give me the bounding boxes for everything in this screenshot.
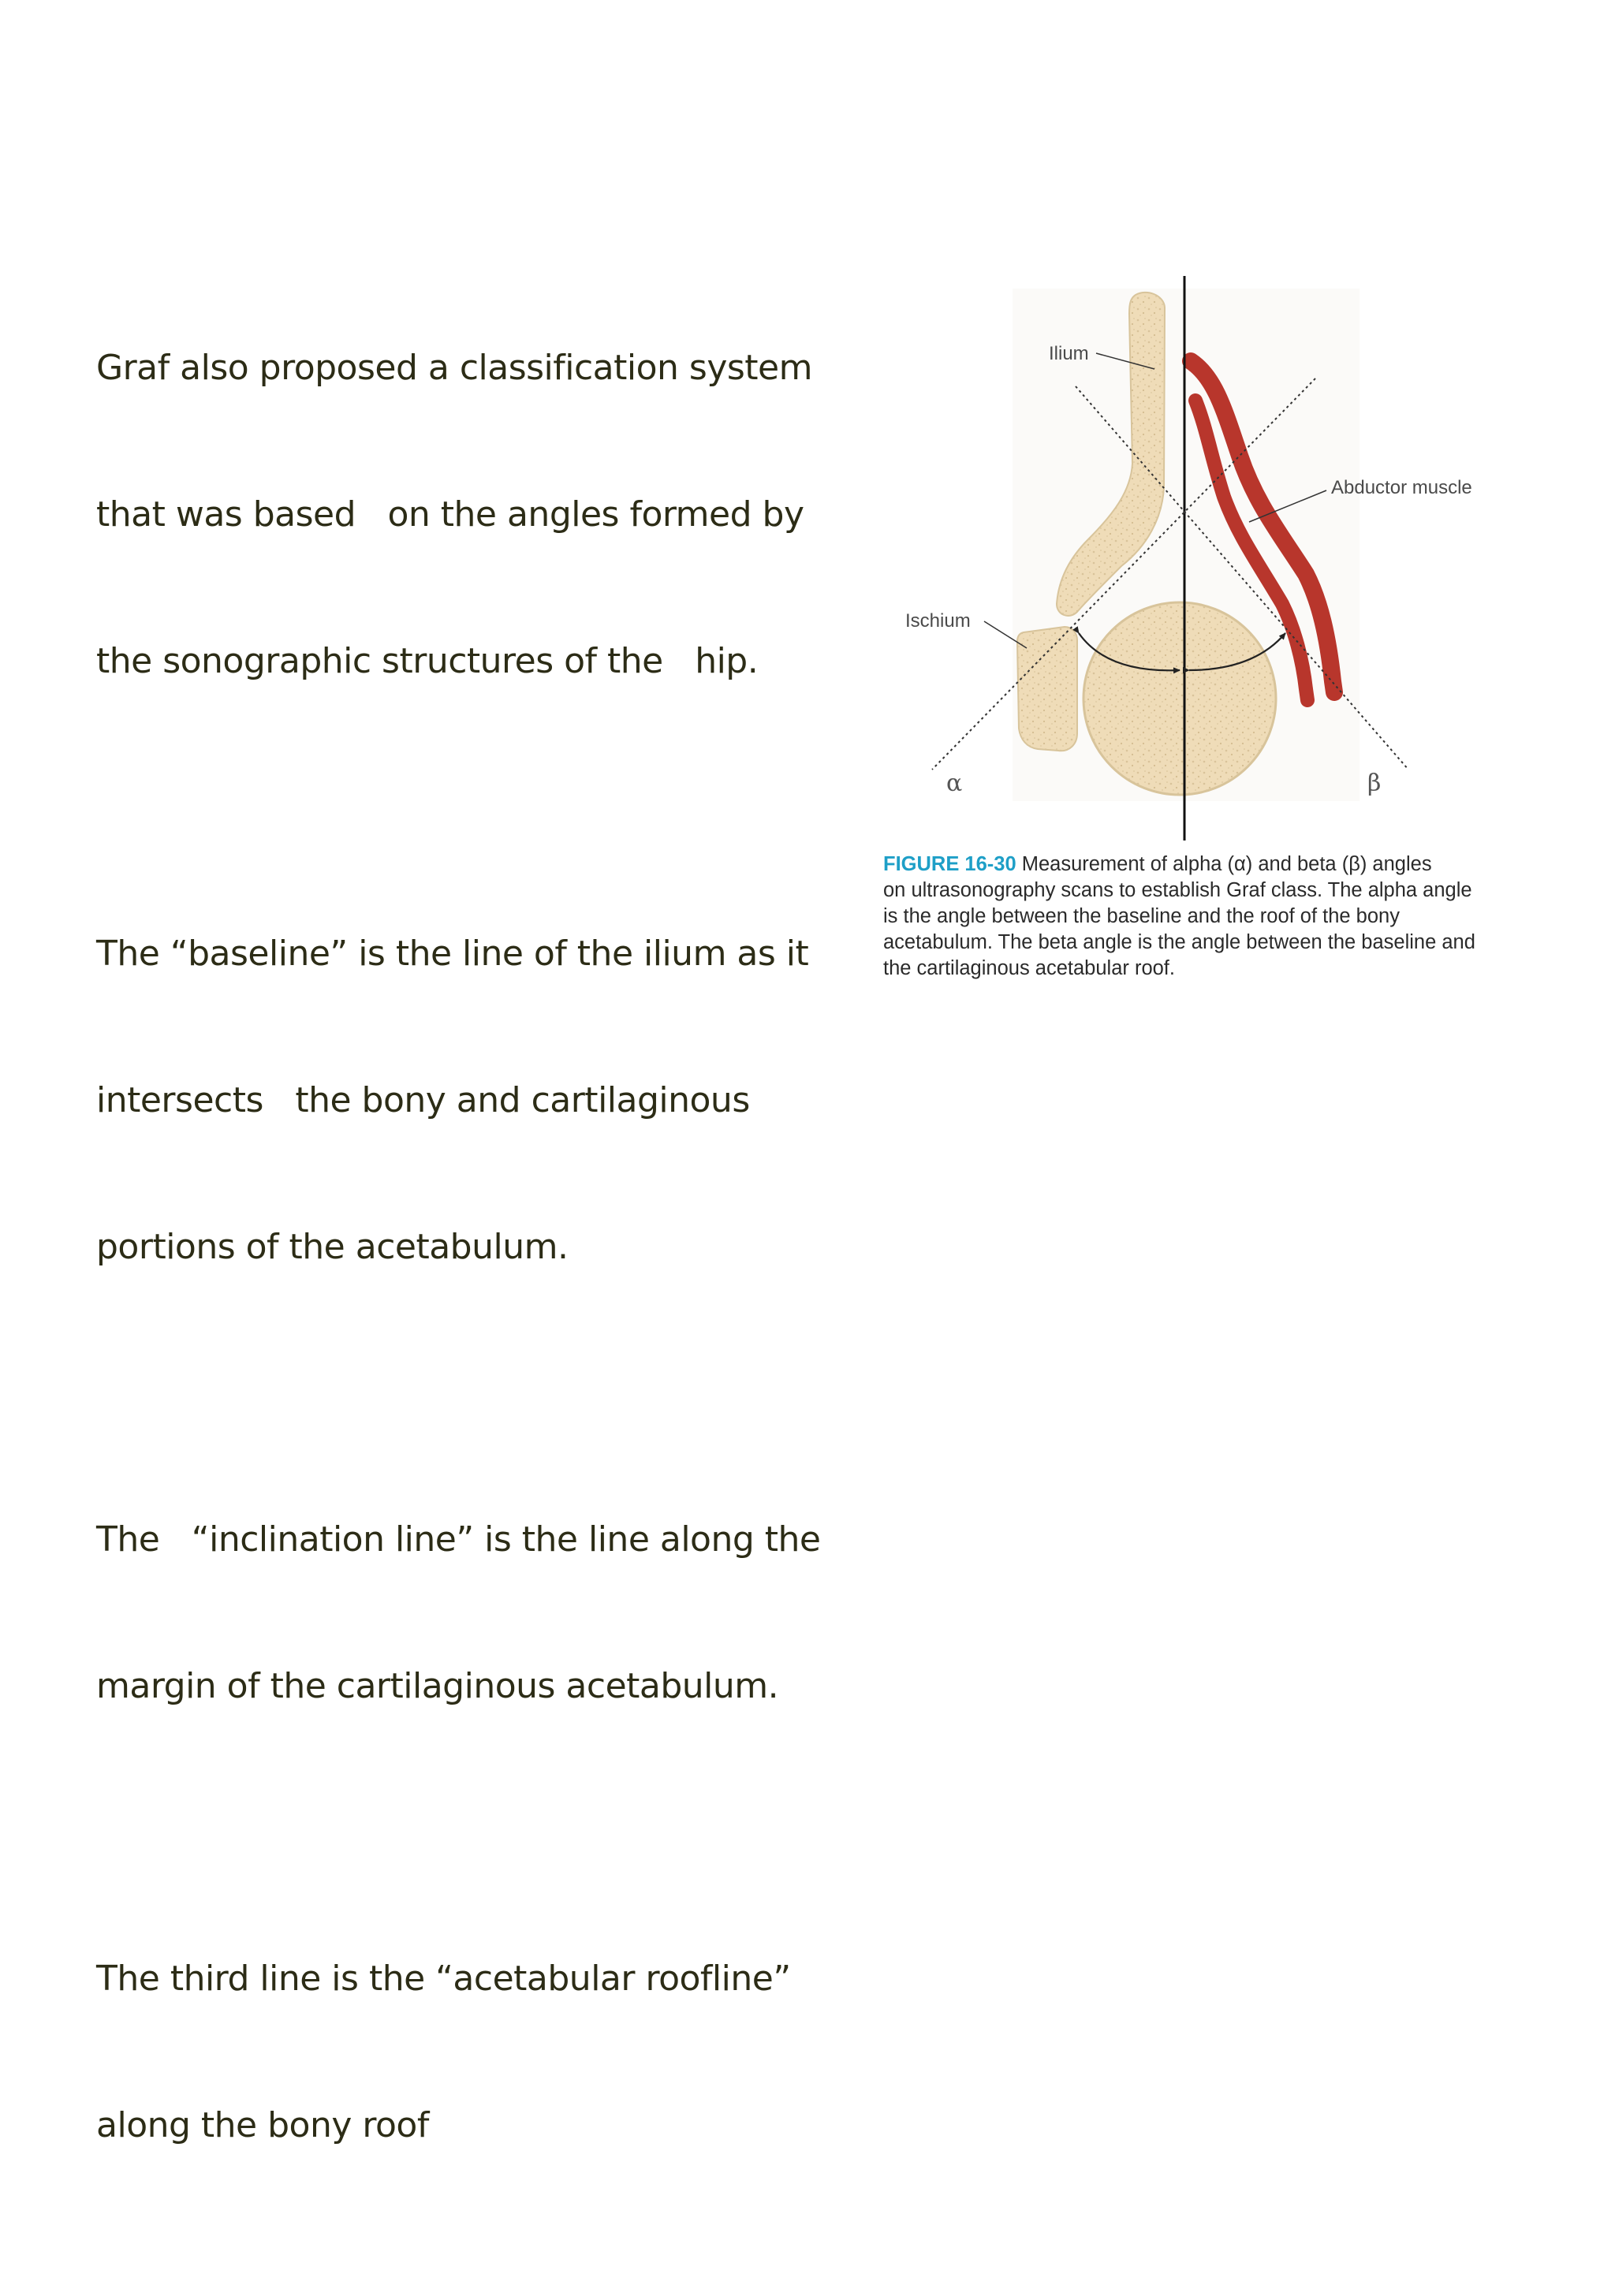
paragraph-roofline: The third line is the “acetabular roofli…	[96, 1857, 822, 2248]
text-line: The third line is the “acetabular roofli…	[96, 1959, 791, 1999]
text-line: The “inclination line” is the line along…	[96, 1519, 821, 1560]
ilium-leader-line	[1095, 352, 1155, 370]
caption-line: on ultrasonography scans to establish Gr…	[883, 879, 1472, 901]
abductor-muscle-inner	[1188, 393, 1315, 707]
caption-line: FIGURE 16-30 Measurement of alpha (α) an…	[883, 852, 1530, 878]
ilium-bone	[1055, 291, 1166, 617]
hip-diagram: Ilium Abductor muscle Ischium α β	[905, 276, 1472, 840]
paragraph-classification: Graf also proposed a classification syst…	[96, 246, 822, 784]
text-line: margin of the cartilaginous acetabulum.	[96, 1666, 779, 1706]
caption-line: acetabulum. The beta angle is the angle …	[883, 931, 1475, 953]
caption-line: is the angle between the baseline and th…	[883, 905, 1400, 927]
abductor-leader-line	[1248, 490, 1327, 523]
text-line: intersects the bony and cartilaginous	[96, 1080, 750, 1120]
text-line: the sonographic structures of the hip.	[96, 641, 759, 681]
alpha-angle-arc	[1072, 626, 1180, 674]
text-line: Graf also proposed a classification syst…	[96, 348, 812, 388]
ischium-leader-line	[983, 621, 1028, 649]
inclination-line	[1075, 386, 1409, 770]
femoral-head	[1082, 601, 1277, 796]
caption-line: the cartilaginous acetabular roof.	[883, 957, 1175, 979]
figure-caption: FIGURE 16-30 Measurement of alpha (α) an…	[883, 852, 1530, 982]
ischium-label: Ischium	[905, 610, 971, 632]
text-line: along the bony roof	[96, 2105, 429, 2145]
text-line: that was based on the angles formed by	[96, 494, 804, 535]
figure-number: FIGURE 16-30	[883, 853, 1016, 875]
ischium-bone	[1016, 625, 1078, 752]
text-line: The “baseline” is the line of the ilium …	[96, 934, 809, 974]
beta-angle-arc	[1182, 632, 1286, 674]
ilium-label: Ilium	[1049, 343, 1089, 364]
hip-angle-figure: Ilium Abductor muscle Ischium α β FIGURE…	[871, 251, 1596, 1039]
paragraph-baseline: The “baseline” is the line of the ilium …	[96, 832, 822, 1370]
text-line: portions of the acetabulum.	[96, 1227, 569, 1267]
slide: Graf also proposed a classification syst…	[96, 251, 1596, 2145]
abductor-muscle-label: Abductor muscle	[1331, 477, 1472, 498]
body-text: Graf also proposed a classification syst…	[96, 246, 822, 2296]
beta-label: β	[1367, 770, 1381, 797]
abductor-muscle-outer	[1182, 352, 1343, 701]
alpha-label: α	[946, 770, 962, 797]
caption-text: Measurement of alpha (α) and beta (β) an…	[1016, 853, 1432, 875]
paragraph-inclination-line: The “inclination line” is the line along…	[96, 1418, 822, 1809]
